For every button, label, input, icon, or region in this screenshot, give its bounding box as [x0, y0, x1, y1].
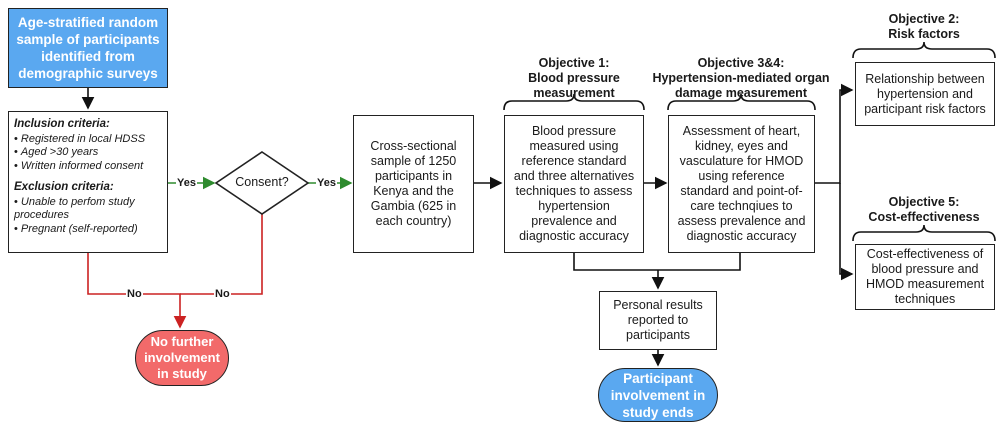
- end-box: Participant involvement in study ends: [598, 368, 718, 422]
- inclusion-title: Inclusion criteria:: [14, 118, 110, 130]
- brace-objective5: [852, 224, 996, 242]
- exclusion-list: Unable to perfom study procedures Pregna…: [14, 196, 162, 237]
- exclusion-item: Unable to perfom study procedures: [14, 196, 162, 223]
- objective2-title: Objective 2: Risk factors: [888, 12, 960, 41]
- arrow-obj34-to-obj5: [839, 183, 854, 281]
- exclusion-title: Exclusion criteria:: [14, 181, 114, 193]
- objective5-title: Objective 5: Cost-effectiveness: [868, 195, 980, 224]
- exclusion-item: Pregnant (self-reported): [14, 223, 162, 237]
- merge-obj1: [573, 252, 741, 271]
- inclusion-item: Written informed consent: [14, 160, 162, 174]
- objective5-box: Cost-effectiveness of blood pressure and…: [855, 244, 995, 310]
- objective1-title: Objective 1: Blood pressure measurement: [528, 56, 620, 100]
- sample-box: Cross-sectional sample of 1250 participa…: [353, 115, 474, 253]
- criteria-box: Inclusion criteria: Registered in local …: [8, 111, 168, 253]
- objective1-box: Blood pressure measured using reference …: [504, 115, 644, 253]
- objective34-box: Assessment of heart, kidney, eyes and va…: [668, 115, 815, 253]
- edge-label-yes: Yes: [176, 177, 197, 189]
- objective34-title: Objective 3&4: Hypertension-mediated org…: [652, 56, 830, 100]
- start-box: Age-stratified random sample of particip…: [8, 8, 168, 88]
- brace-objective2: [852, 41, 996, 59]
- inclusion-item: Aged >30 years: [14, 146, 162, 160]
- brace-objective1: [503, 93, 645, 111]
- inclusion-item: Registered in local HDSS: [14, 133, 162, 147]
- arrow-obj34-to-obj2: [815, 83, 854, 184]
- no-path-consent: [180, 214, 263, 295]
- edge-label-no: No: [126, 288, 143, 300]
- objective2-box: Relationship between hypertension and pa…: [855, 62, 995, 126]
- edge-label-yes: Yes: [316, 177, 337, 189]
- results-box: Personal results reported to participant…: [599, 291, 717, 350]
- consent-diamond: [214, 151, 310, 215]
- inclusion-list: Registered in local HDSS Aged >30 years …: [14, 133, 162, 174]
- no-further-box: No further involvement in study: [135, 330, 229, 386]
- brace-objective34: [667, 93, 816, 111]
- edge-label-no: No: [214, 288, 231, 300]
- consent-label: Consent?: [235, 175, 289, 189]
